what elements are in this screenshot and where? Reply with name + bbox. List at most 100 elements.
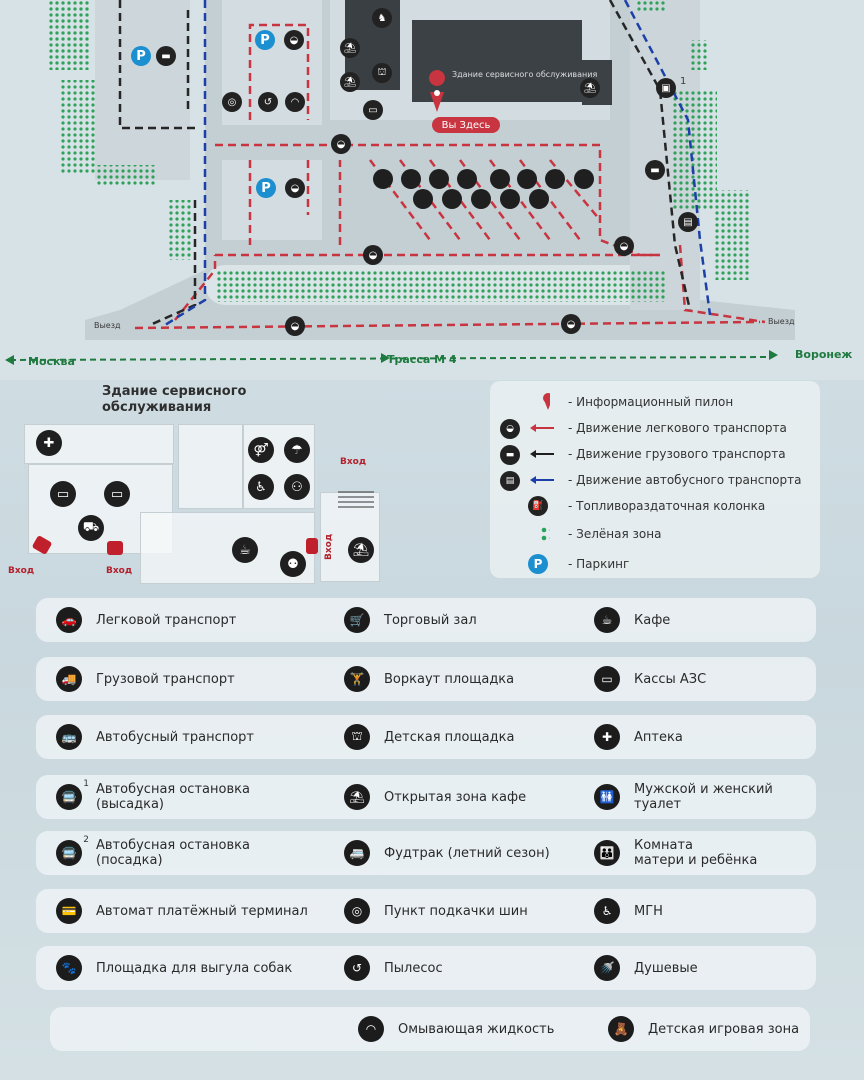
open-cafe-icon: ⛱ [580,78,600,98]
service-label: Площадка для выгула собак [96,960,293,976]
parking-icon: P [256,178,276,198]
bus-stop-icon: 🚍2 [56,835,89,866]
cart-icon: ⛟ [78,515,104,541]
service-item: ◠Омывающая жидкость [358,1007,554,1051]
cashier-icon: ▭ [594,666,620,692]
car-icon: ◒ [500,419,520,439]
service-label: Грузовой транспорт [96,671,235,687]
car-icon: ◒ [363,245,383,265]
legend-item-green-zone: - Зелёная зона [490,522,820,546]
washer-fluid-icon: ◠ [285,92,305,112]
legend-item-truck-traffic: ▬ - Движение грузового транспорта [490,442,820,466]
service-label: Торговый зал [384,612,477,628]
red-arrow-icon [530,424,554,432]
bus-stop-number: 1 [680,76,687,87]
green-dots-icon [541,527,555,541]
service-label: Открытая зона кафе [384,789,527,805]
entrance-label: Вход [8,566,35,576]
workout-icon: 🏋 [344,666,370,692]
car-icon: ◒ [614,236,634,256]
payment-terminal-icon: 💳 [56,898,82,924]
plan-title: Здание сервисного обслуживания [102,384,247,415]
playground-icon: ⛫ [344,724,370,750]
service-label: Автобусная остановка (посадка) [96,838,250,868]
service-building-label: Здание сервисного обслуживания [452,70,598,79]
parking-icon: P [528,554,548,574]
service-label: Автобусная остановка (высадка) [96,782,250,812]
service-item: 🚿 Душевые [594,946,698,990]
service-item: ☕Кафе [594,598,670,642]
truck-icon: ▬ [645,160,665,180]
workout-icon: ♞ [372,8,392,28]
entrance-door [306,538,318,554]
tire-pump-icon: ◎ [344,898,370,924]
service-item: 🚌Автобусный транспорт [56,715,254,759]
service-row: 🚚Грузовой транспорт🏋Воркаут площадка▭Кас… [36,657,816,701]
service-item: ◎Пункт подкачки шин [344,889,528,933]
site-map-svg [0,0,864,380]
service-label: МГН [634,903,663,919]
service-label: Детская площадка [384,729,515,745]
kids-play-icon: ⚉ [280,551,306,577]
legend-item-fuel-pump: ⛽ - Топливораздаточная колонка [490,494,820,518]
fuel-pump-icon: ⛽ [528,496,548,516]
truck-icon: 🚚 [56,666,82,692]
service-row: 💳 Автомат платёжный терминал ◎Пункт подкач… [36,889,816,933]
service-item: 🚗Легковой транспорт [56,598,236,642]
exit-right-label: Выезд [768,317,795,326]
service-label: Автомат платёжный терминал [96,903,308,919]
open-cafe-icon: ⛱ [340,72,360,92]
toilet-icon: ⚤ [248,437,274,463]
service-row: ◠Омывающая жидкость🧸Детская игровая зона [50,1007,810,1051]
paw-icon: 🐾 [56,955,82,981]
blue-arrow-icon [530,476,554,484]
playground-icon: ⛫ [372,63,392,83]
coffee-icon: ☕ [594,607,620,633]
service-label: Фудтрак (летний сезон) [384,845,550,861]
open-cafe-icon: ⛱ [340,38,360,58]
shower-icon: 🚿 [594,955,620,981]
kids-play-icon: 🧸 [608,1016,634,1042]
cart-icon: 🛒 [344,607,370,633]
car-icon: 🚗 [56,607,82,633]
bus-icon: ▤ [678,212,698,232]
car-icon: ◒ [284,30,304,50]
service-label: Душевые [634,960,698,976]
bus-icon: ▤ [500,471,520,491]
open-cafe-icon: ⛱ [344,784,370,810]
service-label: Автобусный транспорт [96,729,254,745]
black-arrow-icon [530,450,554,458]
service-item: 🏋 Воркаут площадка [344,657,514,701]
pharmacy-icon: ✚ [36,430,62,456]
wheelchair-icon: ♿ [594,898,620,924]
legend-item-parking: P - Паркинг [490,552,820,576]
highway-left-label: Москва [28,355,75,368]
service-row: 🐾Площадка для выгула собак↺Пылесос🚿Душев… [36,946,816,990]
you-are-here-marker: Вы Здесь [432,117,500,133]
bus-stop-number: 1 [83,779,89,789]
exit-left-label: Выезд [94,321,121,330]
service-item: 🛒 Торговый зал [344,598,477,642]
service-row: 🚌Автобусный транспорт ⛫ Детская площадка ✚ А… [36,715,816,759]
entrance-door [107,541,123,555]
stairs-icon [338,491,374,508]
mother-child-icon: 👪 [594,840,620,866]
service-label: Воркаут площадка [384,671,515,687]
service-item: 👪Комната матери и ребёнка [594,831,757,875]
cashier-icon: ▭ [50,481,76,507]
car-icon: ◒ [285,316,305,336]
service-item: ⛱ Открытая зона кафе [344,775,526,819]
service-row: 🚗Легковой транспорт 🛒 Торговый зал ☕Кафе [36,598,816,642]
truck-icon: ▬ [500,445,520,465]
service-label: Омывающая жидкость [398,1021,555,1037]
service-item: 🚚 Грузовой транспорт [56,657,235,701]
legend-item-car-traffic: ◒ - Движение легкового транспорта [490,416,820,440]
service-item: ♿ МГН [594,889,663,933]
highway-right-label: Воронеж [795,348,853,361]
pylon-marker-icon [543,393,553,410]
pharmacy-icon: ✚ [594,724,620,750]
service-item: 🐾 Площадка для выгула собак [56,946,292,990]
